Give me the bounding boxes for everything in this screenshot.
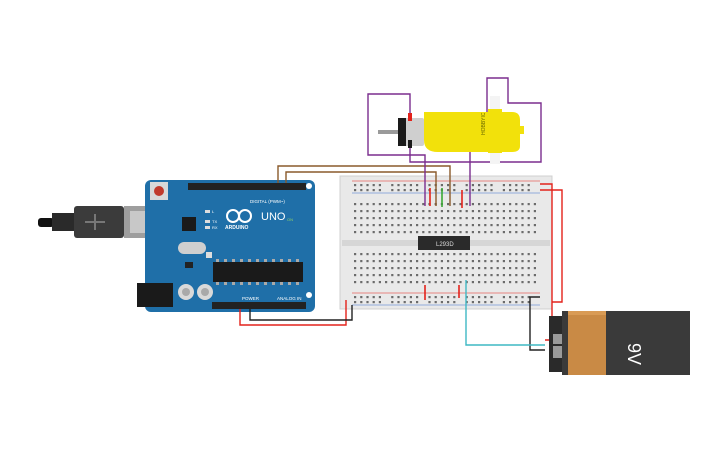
battery-9v: 9V xyxy=(549,311,690,375)
arduino-brand: ARDUINO xyxy=(225,225,248,231)
motor-shaft xyxy=(378,130,400,134)
battery-label: 9V xyxy=(624,343,644,365)
on-label: ON xyxy=(287,217,293,222)
analog-header xyxy=(267,302,306,309)
dc-motor: HOBBYIC xyxy=(378,96,524,164)
red-battery-rail-wire xyxy=(540,189,563,303)
usb-cable xyxy=(38,206,164,238)
brown-wire-1 xyxy=(277,165,451,206)
black-battery-wire xyxy=(529,296,545,351)
motor-brand: HOBBYIC xyxy=(481,112,487,135)
cyan-wire xyxy=(465,280,545,346)
purple-wire-1 xyxy=(367,93,426,206)
arduino-board: L TX RX UNO ARDUINO DIGITAL (PWM~) ON PO… xyxy=(137,180,315,312)
breadboard-holes xyxy=(354,184,536,304)
atmega-chip xyxy=(213,262,303,282)
digital-header xyxy=(188,183,306,190)
power-label: POWER xyxy=(242,296,260,301)
led-label-tx: TX xyxy=(212,219,217,224)
brown-wire-2 xyxy=(285,171,437,206)
analog-label: ANALOG IN xyxy=(277,296,302,301)
chip-label: L293D xyxy=(436,242,454,248)
black-ground-wire xyxy=(249,305,353,321)
arduino-model: UNO xyxy=(261,211,286,223)
power-header xyxy=(212,302,267,309)
digital-header-label: DIGITAL (PWM~) xyxy=(250,199,285,204)
red-battery-wire xyxy=(540,183,553,341)
power-jack xyxy=(137,283,173,307)
red-power-wire xyxy=(239,300,347,326)
led-label-rx: RX xyxy=(212,225,218,230)
led-label-l: L xyxy=(212,209,215,214)
l293d-chip: L293D xyxy=(418,236,470,250)
arduino-logo xyxy=(226,209,252,223)
